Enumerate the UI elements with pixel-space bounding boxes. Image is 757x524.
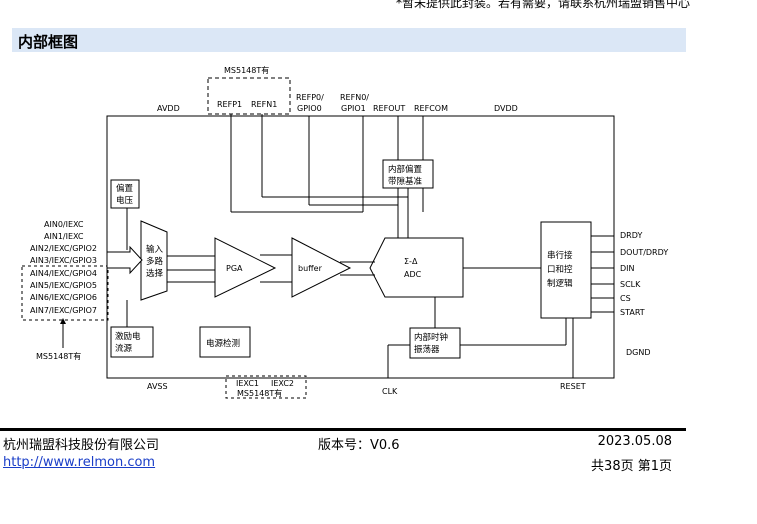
ms5148-top-label: MS5148T有 [224, 65, 269, 75]
mux-line3: 选择 [146, 268, 164, 279]
ms5148-left-label: MS5148T有 [36, 351, 81, 361]
footer-date: 2023.05.08 [597, 434, 672, 449]
ain2-label: AIN2/IEXC/GPIO2 [30, 244, 97, 253]
footer-company: 杭州瑞盟科技股份有限公司 [3, 438, 160, 453]
mux-line2: 多路 [146, 256, 164, 267]
pin-cs: CS [620, 294, 631, 303]
ain7-label: AIN7/IEXC/GPIO7 [30, 306, 97, 315]
ain-dashed-box [21, 265, 109, 321]
gpio0-label: GPIO0 [297, 104, 322, 113]
iexc-dashed-box [225, 375, 307, 399]
mux-line1: 输入 [146, 244, 164, 255]
gpio1-label: GPIO1 [341, 104, 366, 113]
signal-wires [62, 114, 614, 378]
excitation-source-box [110, 326, 154, 358]
serial-line2: 口和控 [547, 264, 573, 275]
pin-din: DIN [620, 264, 635, 273]
pga-amplifier [214, 237, 277, 298]
internal-ref-line1: 内部偏置 [388, 164, 423, 175]
adc-line2: ADC [404, 270, 422, 279]
refn0-label: REFN0/ [340, 93, 369, 102]
clk-label: CLK [382, 387, 398, 396]
footer-version: 版本号：V0.6 [318, 438, 400, 453]
ms5148-top-box [207, 77, 291, 115]
ain5-label: AIN5/IEXC/GPIO5 [30, 281, 97, 290]
section-header: 内部框图 [12, 28, 686, 52]
top-note: *暂未提供此封装。若有需要，请联系杭州瑞盟销售中心 [395, 0, 690, 10]
section-title: 内部框图 [18, 33, 79, 51]
input-mux [140, 220, 168, 301]
pga-label: PGA [226, 264, 243, 273]
sigma-delta-adc [369, 237, 464, 298]
chip-outline [106, 115, 615, 379]
avdd-label: AVDD [157, 104, 180, 113]
bias-voltage-box [110, 179, 140, 209]
excitation-line2: 流源 [115, 343, 133, 354]
ain4-label: AIN4/IEXC/GPIO4 [30, 269, 97, 278]
refp1-label: REFP1 [217, 100, 242, 109]
iexc1-label: IEXC1 [236, 379, 259, 388]
refn1-label: REFN1 [251, 100, 277, 109]
ain3-label: AIN3/IEXC/GPIO3 [30, 256, 97, 265]
serial-line3: 制逻辑 [547, 278, 573, 289]
pin-dout-drdy: DOUT/DRDY [620, 248, 668, 257]
footer-url-link[interactable]: http://www.relmon.com [3, 455, 156, 470]
bias-voltage-line1: 偏置 [116, 183, 134, 194]
osc-line1: 内部时钟 [414, 332, 448, 343]
pin-start: START [620, 308, 645, 317]
pin-sclk: SCLK [620, 280, 641, 289]
footer-pages: 共38页 第1页 [591, 459, 672, 474]
power-monitor-label: 电源检测 [206, 338, 240, 349]
refcom-label: REFCOM [414, 104, 448, 113]
iexc2-label: IEXC2 [271, 379, 294, 388]
footer-rule [0, 428, 686, 431]
osc-line2: 振荡器 [414, 344, 440, 355]
avss-label: AVSS [147, 382, 168, 391]
refp0-label: REFP0/ [296, 93, 324, 102]
input-arrow-icon [106, 245, 143, 275]
ms5148-bottom-label: MS5148T有 [237, 388, 282, 398]
excitation-line1: 激励电 [115, 331, 141, 342]
power-monitor-box [199, 326, 251, 358]
bias-voltage-line2: 电压 [116, 195, 134, 206]
dvdd-label: DVDD [494, 104, 518, 113]
ain1-label: AIN1/IEXC [44, 232, 84, 241]
internal-ref-line2: 带隙基准 [388, 176, 423, 187]
pin-drdy: DRDY [620, 231, 642, 240]
ain6-label: AIN6/IEXC/GPIO6 [30, 293, 97, 302]
serial-line1: 串行接 [547, 250, 573, 261]
buffer-amplifier [291, 237, 352, 298]
buffer-label: buffer [298, 264, 323, 273]
up-arrow-icon [60, 318, 66, 324]
reset-label: RESET [560, 382, 586, 391]
dgnd-label: DGND [626, 348, 651, 357]
refout-label: REFOUT [373, 104, 405, 113]
ain0-label: AIN0/IEXC [44, 220, 84, 229]
adc-line1: Σ-Δ [404, 257, 418, 266]
